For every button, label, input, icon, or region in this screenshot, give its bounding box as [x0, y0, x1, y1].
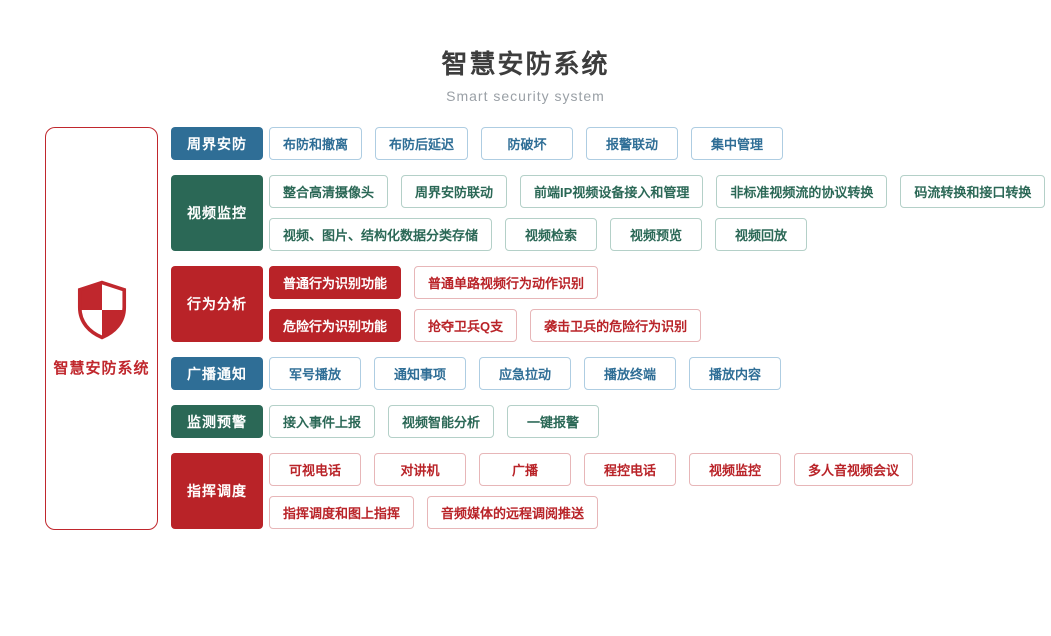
- feature-item: 视频预览: [610, 218, 703, 251]
- item-line: 视频、图片、结构化数据分类存储视频检索视频预览视频回放: [269, 218, 1045, 251]
- item-line: 可视电话对讲机广播程控电话视频监控多人音视频会议: [269, 453, 914, 486]
- category-row: 周界安防布防和撤离布防后延迟防破坏报警联动集中管理: [171, 127, 1045, 160]
- item-line: 指挥调度和图上指挥音频媒体的远程调阅推送: [269, 496, 913, 529]
- category-row: 视频监控整合高清摄像头周界安防联动前端IP视频设备接入和管理非标准视频流的协议转…: [171, 175, 1046, 251]
- feature-item: 集中管理: [691, 127, 784, 160]
- feature-item: 广播: [479, 453, 571, 486]
- item-line: 整合高清摄像头周界安防联动前端IP视频设备接入和管理非标准视频流的协议转换码流转…: [269, 175, 1046, 208]
- category-row: 指挥调度可视电话对讲机广播程控电话视频监控多人音视频会议指挥调度和图上指挥音频媒…: [171, 453, 1045, 529]
- category-items: 接入事件上报视频智能分析一键报警: [269, 405, 600, 438]
- feature-item: 视频监控: [689, 453, 781, 486]
- shield-checkered-icon: [76, 280, 128, 345]
- category-row: 广播通知军号播放通知事项应急拉动播放终端播放内容: [171, 357, 1045, 390]
- category-header: 周界安防: [171, 127, 263, 160]
- feature-item: 视频智能分析: [388, 405, 495, 438]
- feature-item: 视频检索: [505, 218, 598, 251]
- item-line: 危险行为识别功能抢夺卫兵Q支袭击卫兵的危险行为识别: [269, 309, 702, 342]
- category-header: 广播通知: [171, 357, 263, 390]
- category-items: 可视电话对讲机广播程控电话视频监控多人音视频会议指挥调度和图上指挥音频媒体的远程…: [269, 453, 914, 529]
- feature-item: 一键报警: [507, 405, 600, 438]
- feature-item: 对讲机: [374, 453, 466, 486]
- page-title: 智慧安防系统: [441, 49, 610, 79]
- root-label: 智慧安防系统: [53, 359, 150, 377]
- item-line: 接入事件上报视频智能分析一键报警: [269, 405, 600, 438]
- item-line: 军号播放通知事项应急拉动播放终端播放内容: [269, 357, 781, 390]
- category-header: 监测预警: [171, 405, 263, 438]
- feature-item: 前端IP视频设备接入和管理: [520, 175, 704, 208]
- feature-item: 码流转换和接口转换: [900, 175, 1046, 208]
- feature-item: 布防和撤离: [269, 127, 363, 160]
- category-header: 指挥调度: [171, 453, 263, 529]
- category-items: 整合高清摄像头周界安防联动前端IP视频设备接入和管理非标准视频流的协议转换码流转…: [269, 175, 1046, 251]
- category-items: 布防和撤离布防后延迟防破坏报警联动集中管理: [269, 127, 784, 160]
- category-items: 普通行为识别功能普通单路视频行为动作识别危险行为识别功能抢夺卫兵Q支袭击卫兵的危…: [269, 266, 702, 342]
- feature-item: 视频、图片、结构化数据分类存储: [269, 218, 493, 251]
- item-line: 普通行为识别功能普通单路视频行为动作识别: [269, 266, 701, 299]
- feature-item: 音频媒体的远程调阅推送: [427, 496, 599, 529]
- feature-item: 可视电话: [269, 453, 361, 486]
- feature-item: 防破坏: [481, 127, 574, 160]
- feature-item: 周界安防联动: [401, 175, 508, 208]
- feature-item: 视频回放: [715, 218, 808, 251]
- feature-item: 程控电话: [584, 453, 676, 486]
- feature-item: 通知事项: [374, 357, 466, 390]
- item-line: 布防和撤离布防后延迟防破坏报警联动集中管理: [269, 127, 784, 160]
- category-items: 军号播放通知事项应急拉动播放终端播放内容: [269, 357, 781, 390]
- category-header: 视频监控: [171, 175, 263, 251]
- page-header: 智慧安防系统 Smart security system: [0, 44, 1051, 104]
- feature-item: 布防后延迟: [375, 127, 469, 160]
- feature-item: 接入事件上报: [269, 405, 376, 438]
- feature-item: 普通单路视频行为动作识别: [414, 266, 599, 299]
- feature-item: 危险行为识别功能: [269, 309, 402, 342]
- root-node: 智慧安防系统: [45, 127, 158, 530]
- feature-item: 应急拉动: [479, 357, 571, 390]
- feature-item: 军号播放: [269, 357, 361, 390]
- feature-item: 整合高清摄像头: [269, 175, 389, 208]
- category-row: 行为分析普通行为识别功能普通单路视频行为动作识别危险行为识别功能抢夺卫兵Q支袭击…: [171, 266, 1045, 342]
- feature-item: 指挥调度和图上指挥: [269, 496, 415, 529]
- feature-item: 多人音视频会议: [794, 453, 914, 486]
- page-subtitle: Smart security system: [446, 88, 605, 104]
- feature-item: 抢夺卫兵Q支: [414, 309, 518, 342]
- feature-item: 播放终端: [584, 357, 676, 390]
- category-header: 行为分析: [171, 266, 263, 342]
- feature-item: 报警联动: [586, 127, 679, 160]
- feature-item: 播放内容: [689, 357, 781, 390]
- category-row: 监测预警接入事件上报视频智能分析一键报警: [171, 405, 1045, 438]
- feature-item: 非标准视频流的协议转换: [716, 175, 888, 208]
- feature-item: 袭击卫兵的危险行为识别: [530, 309, 702, 342]
- feature-diagram: 智慧安防系统 周界安防布防和撤离布防后延迟防破坏报警联动集中管理视频监控整合高清…: [45, 127, 1046, 530]
- feature-item: 普通行为识别功能: [269, 266, 402, 299]
- category-rows: 周界安防布防和撤离布防后延迟防破坏报警联动集中管理视频监控整合高清摄像头周界安防…: [171, 127, 1046, 529]
